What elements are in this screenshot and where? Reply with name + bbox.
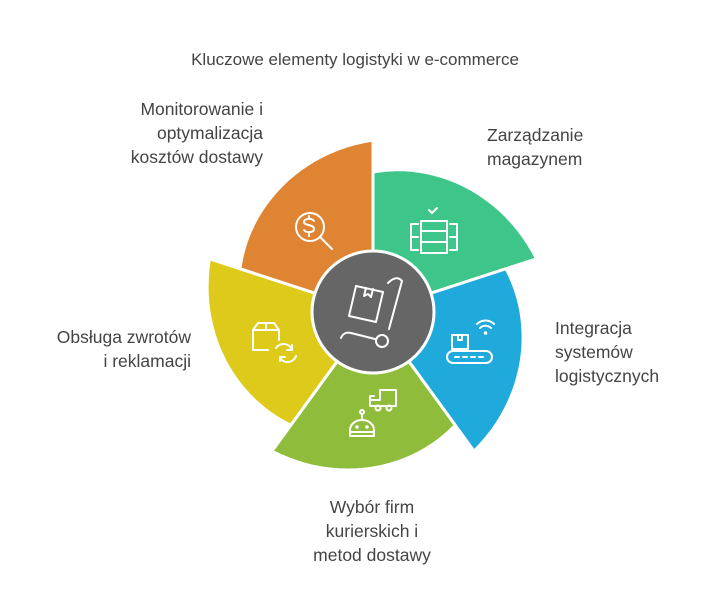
label-line: Integracja (555, 318, 632, 338)
conveyor-wifi-icon (446, 319, 495, 364)
label-line: Obsługa zwrotów (56, 327, 191, 347)
dollar-search-icon (295, 212, 333, 250)
label-integration: Integracja systemów logistycznych (555, 316, 659, 388)
label-couriers: Wybór firm kurierskich i metod dostawy (272, 495, 472, 567)
robot-truck-icon (349, 389, 397, 437)
label-line: metod dostawy (313, 545, 431, 565)
label-line: optymalizacja (156, 123, 263, 143)
label-line: Wybór firm (329, 497, 415, 517)
label-line: systemów (555, 342, 633, 362)
diagram-title: Kluczowe elementy logistyki w e-commerce (191, 50, 519, 69)
label-returns: Obsługa zwrotów i reklamacji (20, 325, 191, 373)
hand-truck-box-icon (340, 277, 403, 348)
label-line: logistycznych (555, 366, 660, 386)
label-line: magazynem (487, 149, 583, 169)
label-costs: Monitorowanie i optymalizacja kosztów do… (60, 97, 263, 169)
label-line: Monitorowanie i (140, 99, 263, 119)
label-line: i reklamacji (103, 351, 191, 371)
label-line: kosztów dostawy (130, 147, 263, 167)
center-circle (310, 249, 436, 375)
box-refresh-icon (252, 322, 297, 363)
segment-couriers (270, 310, 457, 472)
label-line: Zarządzanie (487, 125, 584, 145)
label-warehouse: Zarządzanie magazynem (487, 123, 583, 171)
label-line: kurierskich i (325, 521, 419, 541)
warehouse-shelves-icon (410, 207, 458, 254)
